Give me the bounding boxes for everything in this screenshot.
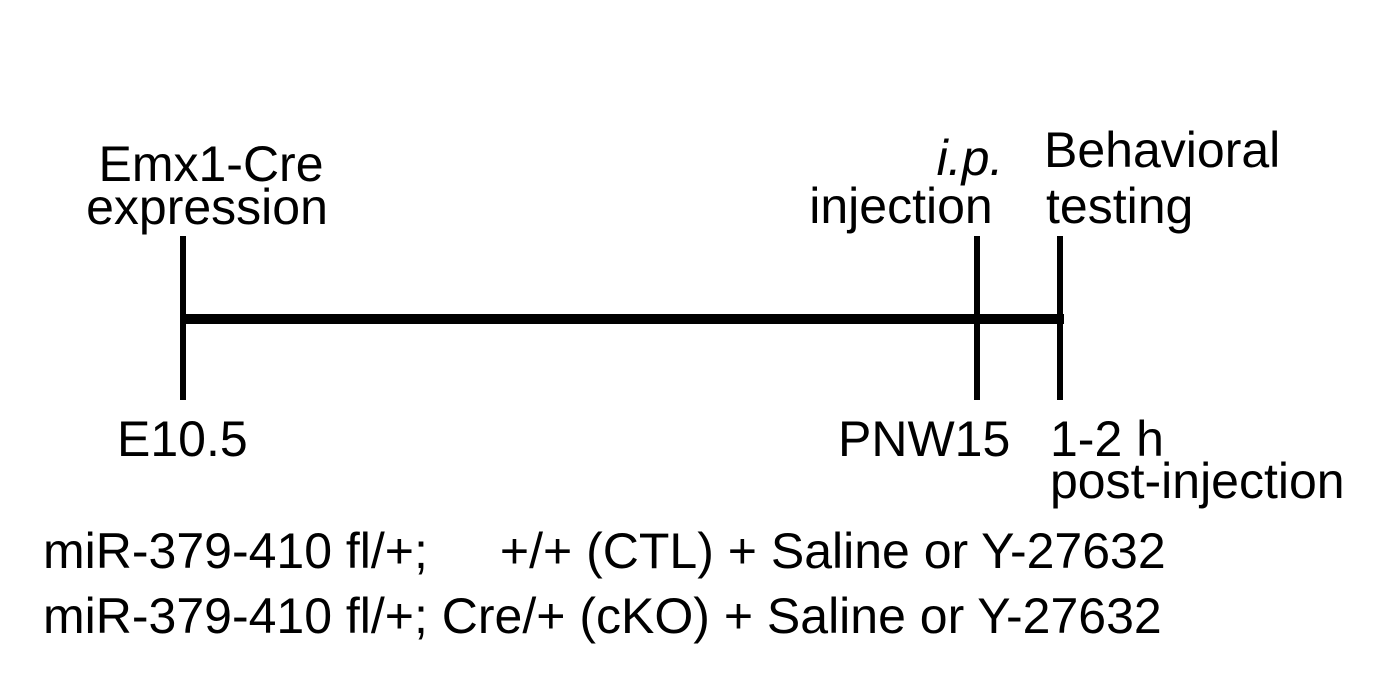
genotype-treatment: + Saline or Y-27632 [723, 588, 1162, 644]
event-subtitle-expression: expression [86, 179, 328, 235]
timeline-bar [182, 314, 1064, 324]
genotype-prefix: miR-379-410 fl/+; [43, 588, 428, 644]
genotype-row-cko: miR-379-410 fl/+; Cre/+ (cKO) + Saline o… [43, 591, 1162, 641]
genotype-allele: +/+ [499, 523, 573, 579]
event-subtitle-testing: testing [1046, 178, 1194, 234]
time-note-post-injection: post-injection [1050, 453, 1345, 509]
tick-pnw15 [974, 236, 980, 400]
time-label-1-2h: 1-2 h [1050, 411, 1164, 467]
time-label-pnw15: PNW15 [838, 411, 1011, 467]
event-title-behavioral: Behavioral [1044, 122, 1281, 178]
event-title-emx1-cre: Emx1-Cre [98, 136, 324, 192]
genotype-group: (CTL) [586, 523, 714, 579]
tick-post-injection [1057, 236, 1063, 400]
event-title-ip: i.p. [936, 130, 1004, 186]
genotype-row-ctl: miR-379-410 fl/+; +/+ (CTL) + Saline or Y… [43, 526, 1166, 576]
time-label-e10-5: E10.5 [117, 411, 248, 467]
genotype-prefix: miR-379-410 fl/+; [43, 523, 428, 579]
genotype-group: (cKO) [579, 588, 710, 644]
event-subtitle-injection: injection [809, 178, 993, 234]
genotype-allele: Cre/+ [441, 588, 566, 644]
tick-e10-5 [180, 236, 186, 400]
genotype-treatment: + Saline or Y-27632 [727, 523, 1166, 579]
